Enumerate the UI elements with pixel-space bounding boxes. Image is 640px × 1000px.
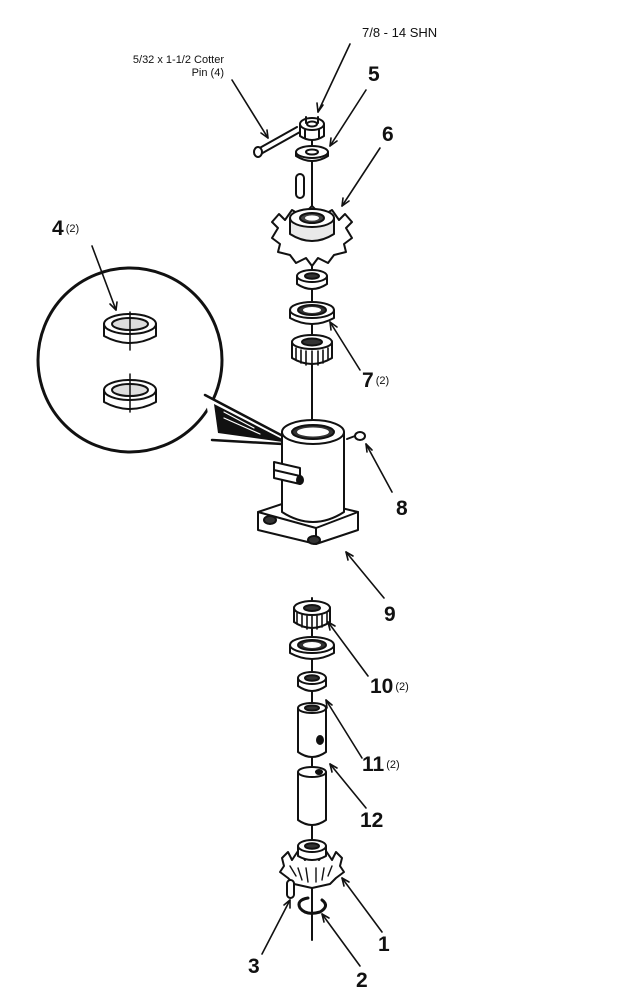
- leader-11: [325, 699, 363, 759]
- label-part-10-qty: (2): [395, 681, 409, 693]
- label-part-5: 5: [368, 64, 380, 85]
- label-part-1-number: 1: [378, 933, 390, 956]
- label-part-2-number: 2: [356, 969, 368, 992]
- label-part-3: 3: [248, 956, 260, 977]
- label-part-4-qty: (2): [65, 223, 80, 235]
- label-cotter-line1: 5/32 x 1-1/2 Cotter: [132, 54, 224, 66]
- part-6-sprocket: [271, 205, 353, 267]
- part-7-bearing-cup: [289, 301, 335, 325]
- part-10-bearing-cup: [289, 636, 335, 660]
- leader-9: [345, 551, 385, 599]
- leader-8: [365, 443, 393, 493]
- label-part-12-number: 12: [360, 809, 384, 832]
- label-cotter-pin: 5/32 x 1-1/2 Cotter Pin (4): [84, 54, 224, 79]
- label-part-2: 2: [356, 970, 368, 991]
- label-part-6: 6: [382, 124, 394, 145]
- label-cotter-line2: Pin (4): [191, 66, 224, 79]
- detail-magnifier-circle: [36, 266, 302, 454]
- part-12-spacer-lower: [297, 766, 327, 826]
- leader-5: [329, 89, 367, 147]
- label-part-10-number: 10: [370, 675, 394, 698]
- label-part-9: 9: [384, 604, 396, 625]
- part-12-spacer-upper: [297, 702, 327, 758]
- castle-nut: [299, 116, 325, 141]
- part-8-grease-fitting: [346, 431, 366, 441]
- part-7-tapered-bearing: [291, 334, 333, 367]
- label-part-11: 11(2): [362, 754, 400, 775]
- part-5-washer: [295, 145, 329, 162]
- part-7-cone-upper: [296, 269, 328, 290]
- label-part-4: 4(2): [52, 218, 79, 239]
- label-part-9-number: 9: [384, 603, 396, 626]
- label-part-11-number: 11: [362, 753, 385, 776]
- part-2-snap-ring: [297, 896, 327, 915]
- label-part-7-number: 7: [362, 369, 374, 392]
- part-11-seal: [297, 671, 327, 692]
- label-part-1: 1: [378, 934, 390, 955]
- leader-3: [261, 899, 291, 955]
- part-1-gear: [279, 839, 345, 889]
- leader-7: [329, 321, 361, 371]
- leader-4: [91, 245, 117, 311]
- leader-12: [329, 763, 367, 809]
- part-4-seal-upper: [103, 311, 157, 351]
- cotter-pin: [253, 126, 301, 158]
- leader-cotter: [231, 79, 269, 139]
- key: [295, 173, 305, 199]
- part-10-tapered-bearing: [293, 600, 331, 631]
- part-3-key: [286, 879, 295, 899]
- label-shn: 7/8 - 14 SHN: [362, 25, 438, 40]
- label-part-6-number: 6: [382, 123, 394, 146]
- label-part-12: 12: [360, 810, 383, 831]
- label-part-8-number: 8: [396, 497, 408, 520]
- label-part-5-number: 5: [368, 63, 380, 86]
- label-part-8: 8: [396, 498, 408, 519]
- leader-10: [327, 621, 369, 677]
- label-part-11-qty: (2): [386, 759, 400, 771]
- label-part-4-number: 4: [52, 217, 64, 240]
- leader-lines: [91, 43, 393, 967]
- leader-1: [341, 877, 383, 933]
- part-9-housing: [257, 419, 359, 545]
- label-part-7-qty: (2): [375, 375, 390, 387]
- leader-6: [341, 147, 381, 207]
- label-part-7: 7(2): [362, 370, 389, 391]
- label-part-10: 10(2): [370, 676, 409, 697]
- leader-2: [321, 913, 361, 967]
- leader-shn: [317, 43, 351, 113]
- part-4-seal-lower: [103, 373, 157, 413]
- label-part-3-number: 3: [248, 955, 260, 978]
